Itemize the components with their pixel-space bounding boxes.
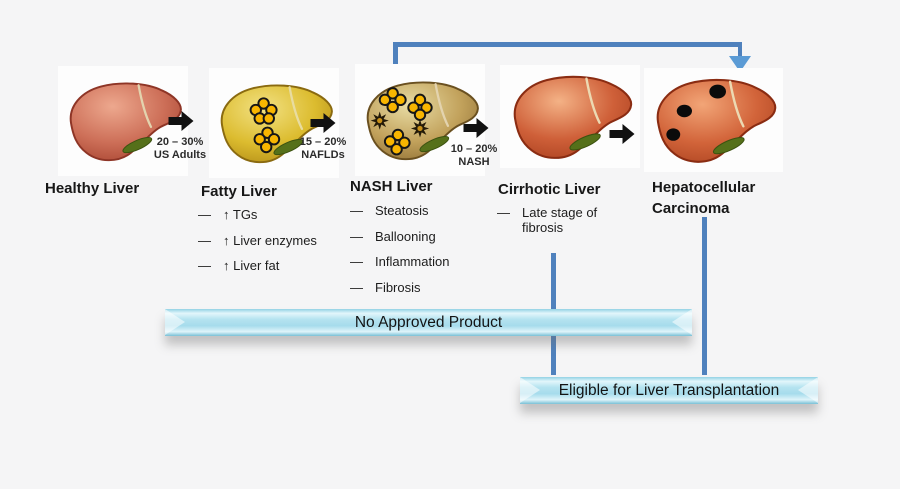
banner-text: No Approved Product (354, 313, 503, 331)
inflammation-star-icon (370, 111, 430, 138)
healthy-liver-panel (58, 66, 188, 176)
nash-liver-panel (355, 64, 485, 176)
bullet-text: Inflammation (375, 254, 450, 269)
bullet-text: Late stage of fibrosis (522, 205, 598, 235)
transition-population: NAFLDs (301, 148, 345, 161)
bullet-dash: — (350, 254, 363, 269)
tumor-spot-icon (666, 84, 726, 141)
transition-label-3: 10 – 20% NASH (440, 143, 508, 168)
transition-percent: 20 – 30% (156, 136, 204, 148)
stage-title-cirrhotic: Cirrhotic Liver (498, 181, 601, 198)
feedback-arrow-left-segment (393, 42, 398, 67)
bullet-item: — Ballooning (350, 229, 449, 244)
fatty-liver-bullet-list: — ↑ TGs — ↑ Liver enzymes — ↑ Liver fat (198, 207, 317, 284)
bullet-dash: — (497, 205, 510, 220)
fat-globule-cluster-icon (378, 87, 433, 156)
bullet-text: Steatosis (375, 203, 429, 218)
cirrhotic-liver-bullet-list: — Late stage of fibrosis (497, 205, 608, 246)
no-approved-product-banner: No Approved Product (165, 309, 692, 336)
stage-title-carcinoma: Hepatocellular Carcinoma (652, 179, 756, 217)
bullet-item: — ↑ TGs (198, 207, 317, 222)
stage-title-nash: NASH Liver (350, 178, 433, 195)
feedback-arrow-top-segment (393, 42, 742, 47)
fat-globule-cluster-icon (249, 97, 281, 154)
bullet-dash: — (198, 232, 211, 248)
stage-title-healthy: Healthy Liver (45, 180, 140, 197)
transplant-eligible-banner: Eligible for Liver Transplantation (520, 377, 818, 404)
stage-title-fatty: Fatty Liver (201, 183, 277, 200)
bullet-text: ↑ Liver enzymes (223, 232, 317, 248)
transition-label-1: 20 – 30% US Adults (145, 136, 215, 161)
nash-liver-bullet-list: — Steatosis — Ballooning — Inflammation … (350, 203, 449, 305)
bullet-item: — Late stage of fibrosis (497, 205, 608, 235)
bullet-item: — Steatosis (350, 203, 449, 218)
transition-arrow-2-icon (310, 112, 337, 134)
bullet-text: Fibrosis (375, 279, 421, 295)
bullet-dash: — (198, 207, 211, 222)
transition-population: NASH (458, 155, 490, 168)
transition-arrow-3-icon (463, 117, 490, 139)
transition-arrow-4-icon (609, 123, 636, 145)
bullet-dash: — (350, 279, 363, 295)
feedback-arrow-right-segment (737, 42, 742, 58)
bullet-item: — Inflammation (350, 254, 449, 269)
transition-population: US Adults (153, 148, 207, 161)
bullet-text: Ballooning (375, 228, 436, 244)
transition-percent: 15 – 20% (299, 136, 347, 148)
cirrhotic-liver-panel (500, 65, 640, 168)
transition-percent: 10 – 20% (450, 143, 498, 155)
nash-liver-illustration-icon (366, 81, 479, 161)
bullet-item: — ↑ Liver fat (198, 258, 317, 273)
healthy-liver-illustration-icon (69, 82, 182, 162)
bullet-text: ↑ Liver fat (223, 258, 280, 273)
carcinoma-connector-line (702, 217, 707, 375)
banner-text: Eligible for Liver Transplantation (558, 381, 780, 399)
bullet-dash: — (198, 258, 211, 273)
transition-label-2: 15 – 20% NAFLDs (288, 136, 358, 161)
bullet-item: — Fibrosis (350, 280, 449, 295)
transition-arrow-1-icon (168, 110, 195, 132)
cirrhotic-liver-illustration-icon (513, 75, 633, 159)
fatty-liver-illustration-icon (220, 84, 333, 164)
bullet-dash: — (350, 203, 363, 218)
bullet-dash: — (350, 228, 363, 244)
hepatocellular-carcinoma-panel (644, 68, 783, 172)
hepatocellular-carcinoma-illustration-icon (656, 78, 777, 163)
bullet-item: — ↑ Liver enzymes (198, 233, 317, 248)
bullet-text: ↑ TGs (223, 207, 258, 222)
